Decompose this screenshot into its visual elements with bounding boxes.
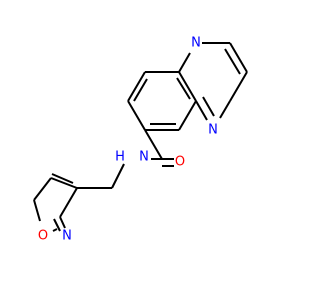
bond <box>229 71 248 102</box>
atom-label-isoxazole-nitrogen: N <box>62 229 72 244</box>
bond <box>127 71 146 102</box>
atom-label-amide-nitrogen: N <box>139 150 149 165</box>
atom-label-carbonyl-oxygen: O <box>175 155 185 170</box>
bond <box>224 48 241 75</box>
bond <box>53 218 61 232</box>
bond <box>51 173 74 184</box>
bond-layer <box>33 42 248 232</box>
bond <box>33 177 52 201</box>
bond <box>178 52 191 73</box>
molecule-diagram: N N O N H N O <box>33 36 248 244</box>
bond <box>229 42 248 73</box>
bond <box>176 77 191 100</box>
bond <box>178 71 197 102</box>
bond <box>178 100 197 131</box>
bond <box>33 199 41 222</box>
structure-canvas: N N O N H N O <box>33 36 248 244</box>
bond <box>111 163 125 189</box>
bond <box>219 100 231 119</box>
bond <box>50 177 78 189</box>
bond <box>144 129 163 160</box>
atom-label-n4: N <box>208 123 218 138</box>
bond <box>59 216 66 229</box>
bond <box>133 78 148 102</box>
bond <box>52 228 58 232</box>
bond <box>127 100 146 131</box>
bond <box>59 187 78 218</box>
atom-label-n1: N <box>191 36 201 51</box>
atom-label-layer: N N O N H N O <box>38 36 218 244</box>
bond <box>202 96 215 117</box>
atom-label-isoxazole-oxygen: O <box>38 229 48 244</box>
atom-label-amide-hydrogen: H <box>115 150 125 165</box>
bond <box>195 100 208 121</box>
